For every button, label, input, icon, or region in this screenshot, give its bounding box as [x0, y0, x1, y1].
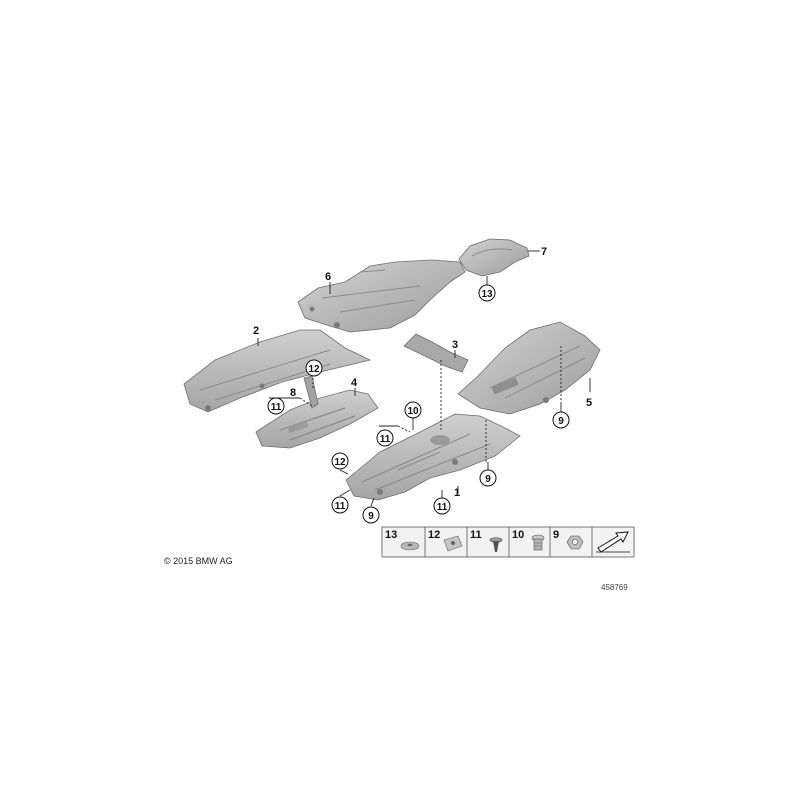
- fastener-legend: 13 12 11 10 9: [381, 526, 635, 558]
- circled-callout-9: 9: [362, 506, 380, 524]
- svg-text:9: 9: [558, 416, 564, 427]
- leader-line: [339, 469, 349, 475]
- legend-label-10: 10: [512, 529, 524, 541]
- circled-callout-9: 9: [552, 411, 570, 429]
- callout-8: 8: [290, 387, 296, 399]
- bolt-icon: [531, 534, 545, 551]
- legend-label-13: 13: [385, 529, 397, 541]
- part-1-shield[interactable]: [345, 413, 521, 501]
- part-3-insulation[interactable]: [403, 333, 469, 373]
- part-8-bracket[interactable]: [303, 375, 319, 409]
- copyright-notice: © 2015 BMW AG: [164, 556, 233, 566]
- hex-nut-icon: [566, 535, 584, 550]
- part-5-shield[interactable]: [457, 321, 601, 415]
- svg-text:12: 12: [334, 457, 346, 468]
- callout-6: 6: [325, 271, 331, 283]
- svg-text:11: 11: [380, 434, 391, 445]
- circled-callout-11: 11: [267, 397, 285, 415]
- callout-7: 7: [541, 246, 547, 258]
- legend-label-12: 12: [428, 529, 440, 541]
- svg-text:10: 10: [407, 406, 419, 417]
- svg-text:11: 11: [437, 502, 448, 513]
- circled-callout-10: 10: [404, 401, 422, 419]
- circled-callout-13: 13: [478, 284, 496, 302]
- svg-text:12: 12: [308, 364, 320, 375]
- clip-nut-icon: [443, 535, 463, 552]
- svg-text:13: 13: [481, 289, 493, 300]
- circled-callout-9: 9: [479, 469, 497, 487]
- part-7-shield[interactable]: [458, 238, 530, 277]
- expanding-rivet-icon: [489, 537, 503, 552]
- legend-label-9: 9: [553, 529, 559, 541]
- svg-text:9: 9: [368, 511, 374, 522]
- svg-text:9: 9: [485, 474, 491, 485]
- circled-callout-11: 11: [331, 496, 349, 514]
- legend-label-11: 11: [470, 529, 482, 541]
- part-6-shield[interactable]: [297, 259, 466, 333]
- circled-callout-12: 12: [305, 359, 323, 377]
- part-2-shield[interactable]: [183, 329, 372, 413]
- flat-washer-icon: [400, 541, 420, 551]
- diagram-number: 458769: [601, 583, 628, 592]
- leader-line: [370, 497, 375, 507]
- svg-text:11: 11: [335, 501, 346, 512]
- svg-text:11: 11: [271, 402, 282, 413]
- callout-5: 5: [586, 397, 592, 409]
- callout-4: 4: [351, 377, 358, 389]
- callout-3: 3: [452, 339, 458, 351]
- direction-arrow-icon: [596, 531, 630, 553]
- callout-2: 2: [253, 325, 259, 337]
- circled-callout-11: 11: [376, 429, 394, 447]
- circled-callout-11: 11: [433, 497, 451, 515]
- dashed-leader: [299, 397, 313, 407]
- callout-1: 1: [454, 487, 460, 499]
- dashed-leader: [397, 425, 411, 433]
- circled-callout-12: 12: [331, 452, 349, 470]
- leader-line: [339, 489, 351, 497]
